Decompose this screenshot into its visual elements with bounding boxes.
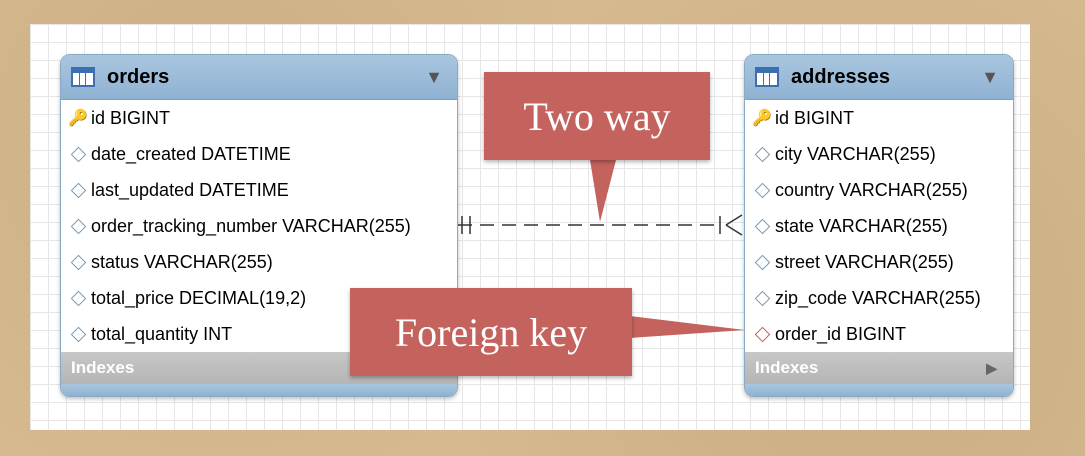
diamond-icon [753, 254, 771, 270]
table-title: addresses [791, 65, 890, 88]
fk-diamond-icon [753, 326, 771, 342]
column-row[interactable]: date_created DATETIME [61, 136, 457, 172]
collapse-arrow-icon[interactable]: ▼ [981, 66, 999, 87]
column-row[interactable]: status VARCHAR(255) [61, 244, 457, 280]
diamond-icon [753, 290, 771, 306]
column-label: total_quantity INT [91, 323, 233, 344]
column-row[interactable]: total_price DECIMAL(19,2) [61, 280, 457, 316]
table-icon [71, 67, 95, 87]
two-way-callout-text: Two way [523, 93, 671, 139]
column-label: date_created DATETIME [91, 143, 291, 164]
foreign-key-callout: Foreign key [350, 288, 632, 376]
column-label: id BIGINT [775, 107, 855, 128]
table-title: orders [107, 65, 170, 88]
column-label: total_price DECIMAL(19,2) [91, 287, 307, 308]
diamond-icon [69, 290, 87, 306]
foreign-key-callout-text: Foreign key [394, 309, 588, 355]
expand-arrow-icon[interactable]: ▶ [986, 359, 997, 376]
indexes-label: Indexes [755, 358, 819, 377]
column-row[interactable]: country VARCHAR(255) [745, 172, 1013, 208]
collapse-arrow-icon[interactable]: ▼ [425, 66, 443, 87]
addresses-table[interactable]: addresses ▼ 🔑 id BIGINT city VARCHAR(255… [744, 54, 1014, 397]
column-label: last_updated DATETIME [91, 179, 289, 200]
column-label: street VARCHAR(255) [775, 251, 954, 272]
table-footer [61, 384, 457, 396]
column-row[interactable]: total_quantity INT [61, 316, 457, 352]
column-row[interactable]: order_tracking_number VARCHAR(255) [61, 208, 457, 244]
key-icon: 🔑 [752, 110, 772, 127]
diamond-icon [753, 146, 771, 162]
column-label: zip_code VARCHAR(255) [775, 287, 981, 308]
column-label: state VARCHAR(255) [775, 215, 948, 236]
orders-table-header[interactable]: orders ▼ [61, 55, 457, 100]
column-row[interactable]: order_id BIGINT [745, 316, 1013, 352]
column-row[interactable]: 🔑 id BIGINT [61, 100, 457, 136]
column-row[interactable]: street VARCHAR(255) [745, 244, 1013, 280]
diamond-icon [69, 326, 87, 342]
indexes-label: Indexes [71, 358, 135, 377]
column-row[interactable]: state VARCHAR(255) [745, 208, 1013, 244]
column-label: id BIGINT [91, 107, 171, 128]
diamond-icon [69, 182, 87, 198]
column-row[interactable]: last_updated DATETIME [61, 172, 457, 208]
table-footer [745, 384, 1013, 396]
diamond-icon [69, 146, 87, 162]
diamond-icon [753, 182, 771, 198]
column-label: status VARCHAR(255) [91, 251, 273, 272]
diamond-icon [69, 218, 87, 234]
column-label: order_id BIGINT [775, 323, 907, 344]
two-way-callout: Two way [484, 72, 710, 160]
column-row[interactable]: city VARCHAR(255) [745, 136, 1013, 172]
column-row[interactable]: 🔑 id BIGINT [745, 100, 1013, 136]
column-label: order_tracking_number VARCHAR(255) [91, 215, 411, 236]
key-icon: 🔑 [68, 110, 88, 127]
table-icon [755, 67, 779, 87]
column-row[interactable]: zip_code VARCHAR(255) [745, 280, 1013, 316]
addresses-table-header[interactable]: addresses ▼ [745, 55, 1013, 100]
diamond-icon [69, 254, 87, 270]
diamond-icon [753, 218, 771, 234]
indexes-section[interactable]: Indexes ▶ [745, 352, 1013, 384]
column-label: city VARCHAR(255) [775, 143, 936, 164]
column-label: country VARCHAR(255) [775, 179, 968, 200]
